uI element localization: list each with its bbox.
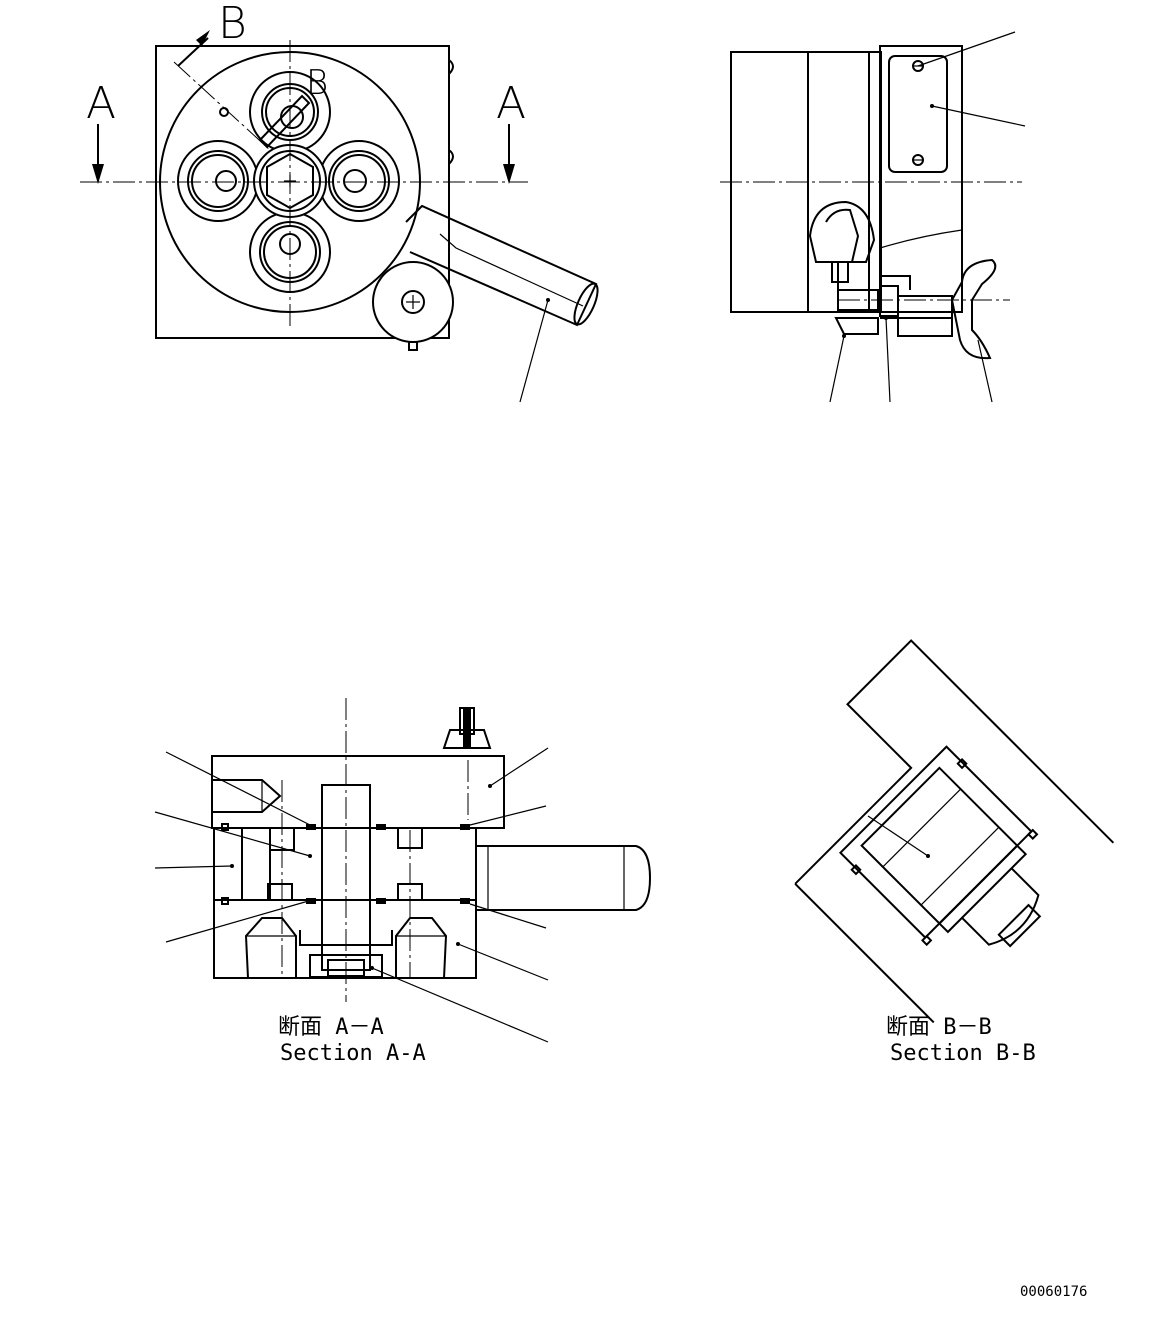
section-mark-b-small: B xyxy=(306,63,328,103)
section-b-b-view xyxy=(794,639,1115,1024)
side-view xyxy=(720,31,1026,403)
section-a-a-view: 断面 A－A Section A-A xyxy=(154,698,652,1066)
port-left xyxy=(177,140,259,222)
section-b-b-leader xyxy=(867,815,930,858)
section-mark-b: B xyxy=(218,0,247,49)
round-cap-nut xyxy=(372,261,454,351)
drawing-number: 00060176 xyxy=(1020,1284,1087,1300)
section-a-title-jp: 断面 A－A xyxy=(278,1015,384,1040)
cylinder-arm xyxy=(405,204,599,327)
section-mark-a-right: A xyxy=(496,78,526,129)
front-view: A A B B xyxy=(80,0,599,403)
section-a-title-en: Section A-A xyxy=(280,1041,426,1066)
section-mark-a-left: A xyxy=(86,78,116,129)
port-right xyxy=(318,140,400,222)
side-knob xyxy=(808,200,876,283)
section-b-title-en: Section B-B xyxy=(890,1041,1036,1066)
section-b-title-jp: 断面 B－B xyxy=(886,1015,992,1040)
